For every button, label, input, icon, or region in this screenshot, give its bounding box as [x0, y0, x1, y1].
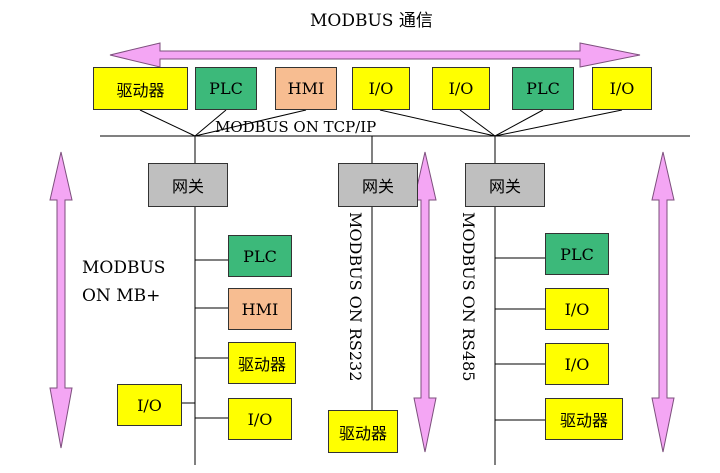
rs485-node-io: I/O	[545, 288, 609, 330]
right-double-arrow	[651, 151, 675, 453]
fan-line	[194, 109, 307, 137]
fan-line	[459, 109, 496, 137]
top-device-drive: 驱动器	[93, 67, 188, 110]
top-double-arrow	[109, 42, 641, 68]
rs232-node-drive: 驱动器	[328, 410, 398, 453]
top-device-io: I/O	[592, 67, 652, 110]
mbplus-side-node-io: I/O	[117, 384, 182, 426]
top-device-plc: PLC	[512, 67, 574, 110]
rs485-node-io: I/O	[545, 343, 609, 385]
fan-line	[194, 109, 227, 137]
top-device-hmi: HMI	[275, 67, 337, 110]
top-device-plc: PLC	[195, 67, 257, 110]
tcpip-label: MODBUS ON TCP/IP	[215, 118, 377, 136]
fan-line	[494, 109, 544, 137]
mbplus-node-plc: PLC	[228, 235, 292, 277]
fan-line	[379, 109, 496, 137]
rs485-node-plc: PLC	[545, 233, 609, 275]
mbplus-label-line1: MODBUS	[82, 258, 166, 278]
rs232-label: MODBUS ON RS232	[346, 212, 365, 382]
left-double-arrow	[49, 151, 73, 449]
gateway-rs232: 网关	[338, 163, 418, 207]
rs485-label: MODBUS ON RS485	[459, 212, 478, 382]
middle-double-arrow	[413, 151, 437, 453]
diagram-title: MODBUS 通信	[310, 11, 433, 31]
top-device-io: I/O	[352, 67, 410, 110]
rs485-node-drive: 驱动器	[545, 398, 623, 440]
fan-line	[139, 109, 196, 137]
gateway-rs485: 网关	[465, 163, 545, 207]
top-device-io: I/O	[432, 67, 490, 110]
mbplus-node-hmi: HMI	[228, 288, 292, 330]
gateway-mbplus: 网关	[148, 163, 228, 207]
mbplus-label-line2: ON MB+	[82, 286, 161, 306]
mbplus-node-drive: 驱动器	[228, 342, 296, 384]
mbplus-node-io: I/O	[228, 398, 292, 440]
fan-line	[494, 109, 623, 137]
